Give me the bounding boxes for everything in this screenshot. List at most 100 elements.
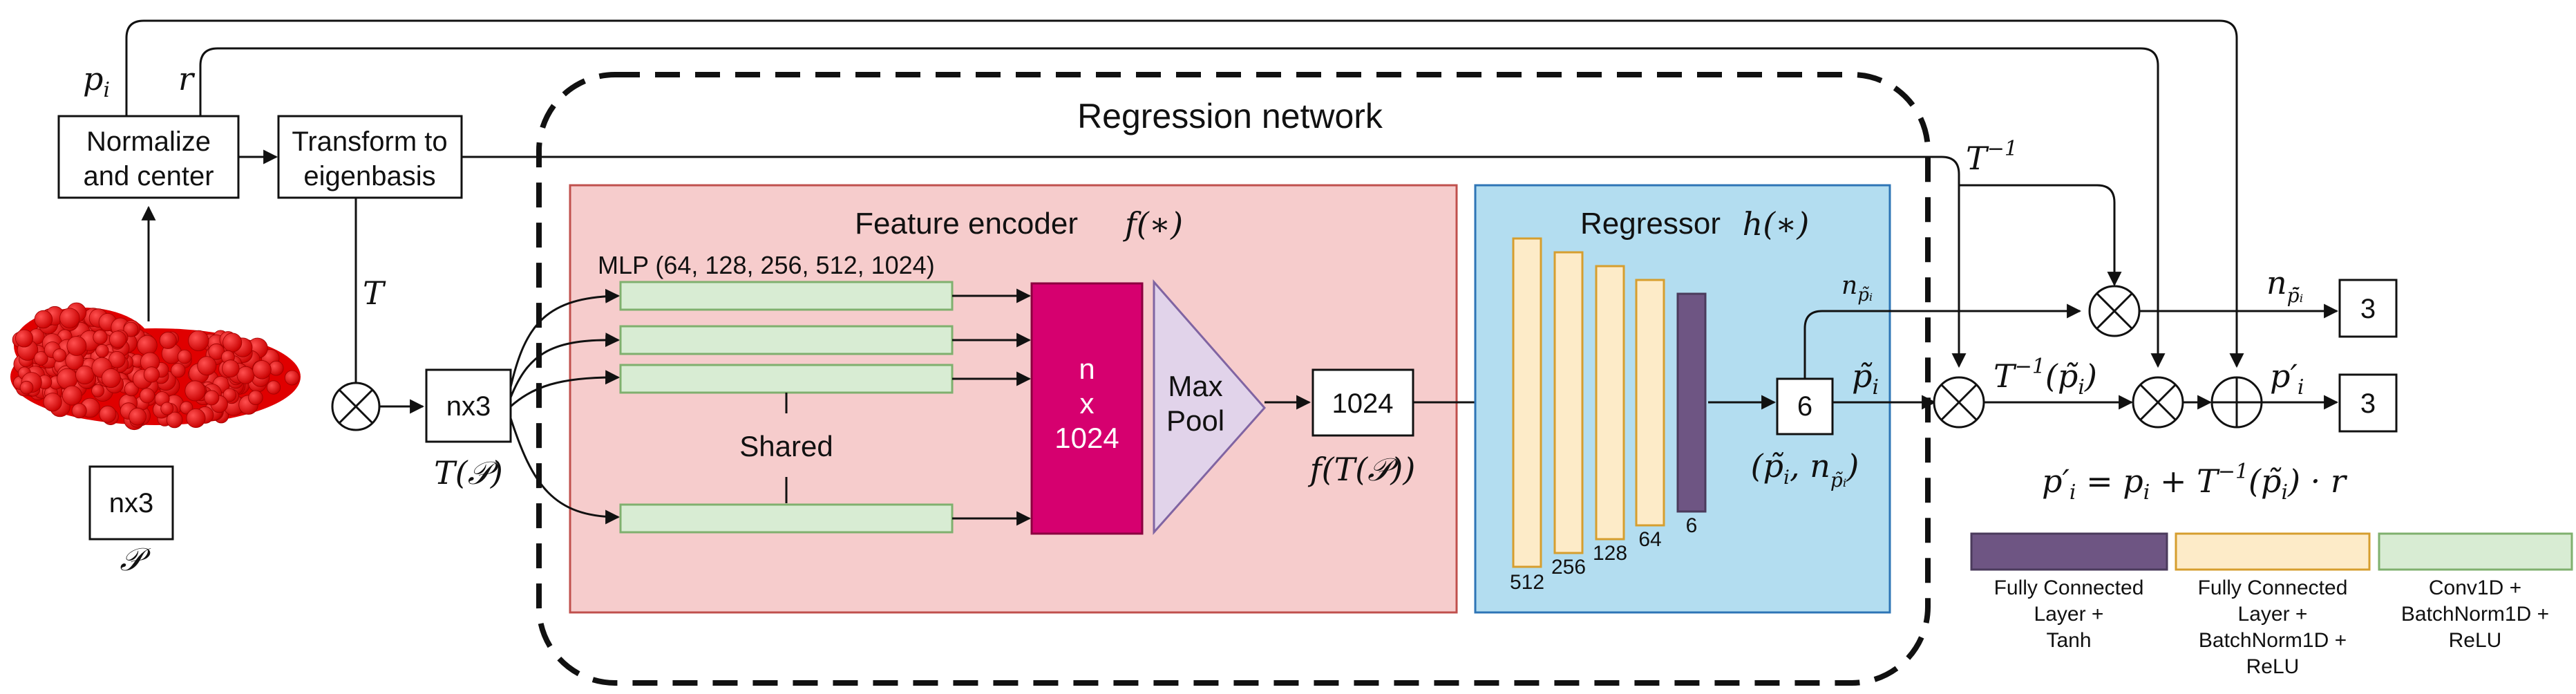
- cloud-point: [159, 331, 177, 349]
- conv-layer-2: [619, 325, 954, 355]
- cloud-point: [66, 336, 87, 356]
- cloud-point: [160, 402, 174, 415]
- fc-layer-512: [1512, 237, 1542, 568]
- pprime-label: p′i: [2270, 357, 2304, 400]
- cloud-point: [171, 363, 186, 378]
- legend-swatch-tanh: [1970, 532, 2168, 571]
- legend-fc-line-2: Layer +: [2238, 603, 2308, 626]
- layer-size-512: 512: [1510, 571, 1544, 594]
- cloud-point: [166, 411, 183, 429]
- cloud-point: [236, 366, 255, 384]
- cloud-symbol: 𝒫: [120, 541, 151, 578]
- position-output-box: [2338, 373, 2398, 433]
- tinv-ptilde-label: T−1(p̃i): [1993, 355, 2097, 400]
- legend: Fully Connected Layer + Tanh Fully Conne…: [1970, 532, 2573, 678]
- conv-layer-3: [619, 364, 954, 394]
- cloud-point: [75, 365, 95, 385]
- cloud-point: [108, 351, 126, 368]
- cloud-point: [93, 330, 108, 345]
- cloud-point: [222, 388, 237, 402]
- transform-box: [277, 115, 463, 199]
- point-cloud-image: [10, 302, 301, 431]
- legend-tanh-line-2: Layer +: [2034, 603, 2104, 626]
- layer-size-256: 256: [1551, 556, 1586, 579]
- transformed-cloud-label: nx3: [446, 391, 491, 422]
- add-node: [2210, 376, 2263, 429]
- regressor-title: Regressor: [1580, 207, 1721, 241]
- block-line-3: 1024: [1054, 422, 1119, 454]
- legend-swatch-conv: [2378, 532, 2573, 571]
- cloud-point: [71, 403, 87, 419]
- regression-network-title: Regression network: [1077, 97, 1383, 135]
- regressor-output-label: 6: [1797, 391, 1812, 422]
- feature-matrix-block: [1030, 282, 1144, 535]
- transformed-cloud-symbol: T(𝒫): [434, 454, 503, 491]
- position-output-label: 3: [2360, 388, 2376, 419]
- layer-size-128: 128: [1593, 542, 1627, 565]
- cloud-point: [197, 356, 217, 376]
- global-feature-label: 1024: [1332, 388, 1394, 419]
- multiply-node-scale: [2132, 376, 2184, 429]
- cloud-point: [34, 351, 48, 366]
- cloud-point: [137, 335, 158, 356]
- normal-out-label: np̄̃ᵢ: [2266, 264, 2303, 307]
- regressor-func: h(∗): [1743, 205, 1810, 243]
- normalize-line-1: Normalize: [86, 126, 211, 157]
- multiply-node-input: [331, 382, 381, 431]
- r-label: r: [178, 60, 196, 97]
- multiply-node-normal: [2088, 285, 2141, 337]
- feature-encoder-title: Feature encoder: [855, 207, 1078, 241]
- global-feature-box: [1311, 368, 1414, 437]
- cloud-point: [124, 382, 139, 397]
- cloud-point: [123, 321, 139, 337]
- maxpool-triangle: [1153, 279, 1267, 535]
- cloud-point: [101, 368, 121, 388]
- cloud-point: [43, 393, 62, 412]
- transform-line-1: Transform to: [292, 126, 447, 157]
- conv-layer-n: [619, 503, 954, 534]
- legend-conv-line-2: BatchNorm1D +: [2401, 603, 2549, 626]
- legend-fc-line-1: Fully Connected: [2198, 576, 2348, 599]
- cloud-point: [188, 330, 209, 351]
- cloud-point: [184, 380, 206, 402]
- block-line-2: x: [1080, 387, 1095, 420]
- regression-network-boundary: [536, 72, 1931, 686]
- legend-tanh-line-1: Fully Connected: [1994, 576, 2144, 599]
- cloud-point: [59, 308, 80, 328]
- conv-layer-1: [619, 281, 954, 311]
- cloud-point: [204, 390, 220, 406]
- cloud-point: [266, 380, 281, 395]
- transformed-cloud-box: [425, 368, 512, 443]
- cloud-point: [34, 310, 53, 329]
- multiply-node-position: [1933, 376, 1985, 429]
- fc-layer-128: [1595, 265, 1625, 541]
- layer-size-64: 64: [1638, 528, 1661, 551]
- normalize-line-2: and center: [83, 161, 214, 191]
- global-feature-symbol: f(T(𝒫)): [1308, 451, 1416, 488]
- cloud-point: [186, 409, 206, 429]
- mlp-label: MLP (64, 128, 256, 512, 1024): [598, 251, 935, 279]
- cloud-point: [15, 329, 34, 348]
- shared-label: Shared: [739, 430, 833, 462]
- feature-encoder-func: f(∗): [1123, 205, 1183, 243]
- legend-conv-line-1: Conv1D +: [2429, 576, 2521, 599]
- maxpool-line-2: Pool: [1166, 404, 1224, 437]
- normal-output-box: [2338, 279, 2398, 338]
- output-formula: p′i = pi + T−1(p̃i) · r: [2042, 460, 2348, 505]
- cloud-shape-box: [88, 465, 174, 541]
- cloud-point: [61, 385, 82, 406]
- transform-line-2: eigenbasis: [303, 161, 435, 191]
- fc-layer-tanh: [1676, 292, 1707, 513]
- block-line-1: n: [1079, 353, 1095, 385]
- cloud-point: [91, 384, 105, 397]
- legend-swatch-fc: [2175, 532, 2371, 571]
- cloud-point: [177, 349, 192, 364]
- cloud-point: [284, 370, 300, 386]
- cloud-point: [248, 390, 263, 406]
- cloud-point: [222, 332, 243, 353]
- layer-size-6: 6: [1686, 514, 1698, 537]
- cloud-point: [129, 407, 146, 426]
- cloud-point: [139, 388, 155, 404]
- legend-conv-line-3: ReLU: [2449, 629, 2502, 652]
